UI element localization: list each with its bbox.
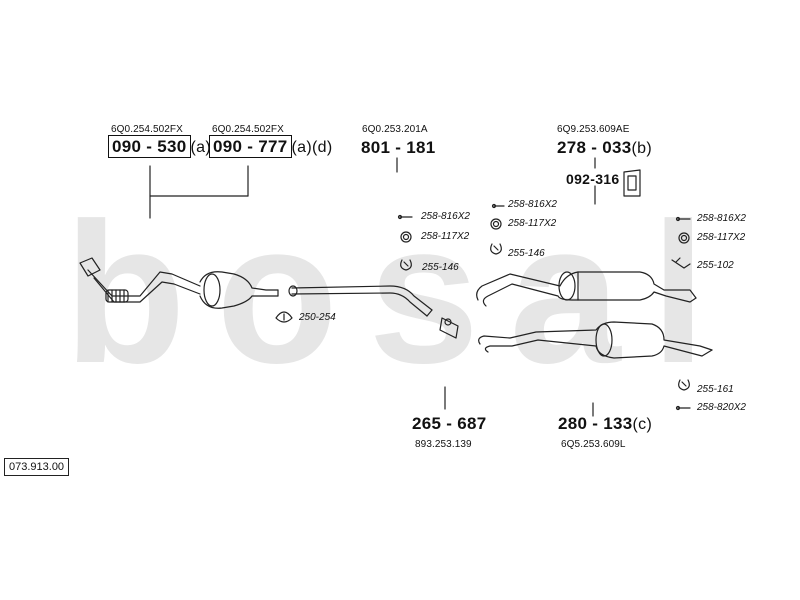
- rubber-mount-icon: [400, 259, 412, 271]
- part-suffix-front-pipe-a: (a): [190, 139, 212, 156]
- oem-number-rear-silencer-c: 6Q5.253.609L: [561, 439, 626, 450]
- fitting-label[interactable]: 258-816X2: [697, 213, 746, 224]
- fitting-label[interactable]: 255-146: [508, 248, 545, 259]
- part-suffix-front-pipe-b: (a)(d): [291, 139, 333, 156]
- part-number-rear-silencer-c: 280 - 133: [558, 414, 633, 433]
- part-number-front-pipe-a: 090 - 530: [108, 135, 191, 158]
- lower-silencer-drawing: [478, 321, 713, 359]
- part-number-front-pipe-b: 090 - 777: [209, 135, 292, 158]
- part-suffix-rear-silencer-c: (c): [632, 416, 653, 433]
- fitting-label[interactable]: 258-117X2: [508, 218, 557, 229]
- fitting-label[interactable]: 258-820X2: [697, 402, 746, 413]
- part-label-front-pipe-b[interactable]: 090 - 777(a)(d): [209, 135, 333, 158]
- fitting-label[interactable]: 255-102: [697, 260, 734, 271]
- part-number-rear-silencer-b: 278 - 033: [557, 138, 632, 157]
- rubber-mount-icon: [490, 243, 502, 255]
- bracket-drawing: [623, 169, 641, 197]
- part-label-rear-silencer-c[interactable]: 280 - 133(c): [558, 415, 652, 433]
- fitting-label[interactable]: 258-117X2: [697, 232, 746, 243]
- fitting-label[interactable]: 258-816X2: [508, 199, 557, 210]
- ring-icon: [678, 232, 690, 244]
- fitting-label[interactable]: 255-161: [697, 384, 734, 395]
- bolt-icon: [397, 214, 413, 220]
- ring-icon: [490, 218, 502, 230]
- oem-number-rear-silencer-b: 6Q9.253.609AE: [557, 124, 630, 135]
- fitting-icons: [275, 203, 691, 411]
- fitting-label[interactable]: 258-117X2: [421, 231, 470, 242]
- front-pipe-drawing: [79, 257, 201, 303]
- part-number-bracket[interactable]: 092-316: [566, 171, 620, 187]
- fitting-label[interactable]: 255-146: [422, 262, 459, 273]
- fitting-label[interactable]: 258-816X2: [421, 211, 470, 222]
- oem-number-front-pipe-a: 6Q0.254.502FX: [111, 124, 183, 135]
- bolt-icon: [675, 216, 691, 222]
- fitting-label[interactable]: 250-254: [299, 312, 336, 323]
- part-label-rear-silencer-b[interactable]: 278 - 033(b): [557, 139, 652, 157]
- oem-number-intermediate-pipe: 893.253.139: [415, 439, 472, 450]
- oem-number-front-pipe-b: 6Q0.254.502FX: [212, 124, 284, 135]
- part-number-intermediate-pipe[interactable]: 265 - 687: [412, 414, 487, 433]
- hanger-icon: [671, 257, 691, 269]
- catalog-number: 073.913.00: [4, 458, 70, 477]
- oem-number-centre-pipe: 6Q0.253.201A: [362, 124, 428, 135]
- leader-lines: [149, 157, 596, 417]
- upper-silencer-drawing: [476, 271, 697, 307]
- part-suffix-rear-silencer-b: (b): [631, 140, 653, 157]
- bolt-icon: [675, 405, 691, 411]
- bolt-icon: [491, 203, 505, 209]
- ring-icon: [400, 231, 412, 243]
- joint-drawing: [439, 317, 459, 339]
- catalytic-converter-drawing: [199, 271, 279, 309]
- part-label-front-pipe-a[interactable]: 090 - 530(a): [108, 135, 212, 158]
- rubber-mount-icon: [678, 379, 690, 391]
- centre-pipe-drawing: [288, 285, 433, 317]
- part-number-centre-pipe[interactable]: 801 - 181: [361, 138, 436, 157]
- clamp-icon: [275, 311, 293, 323]
